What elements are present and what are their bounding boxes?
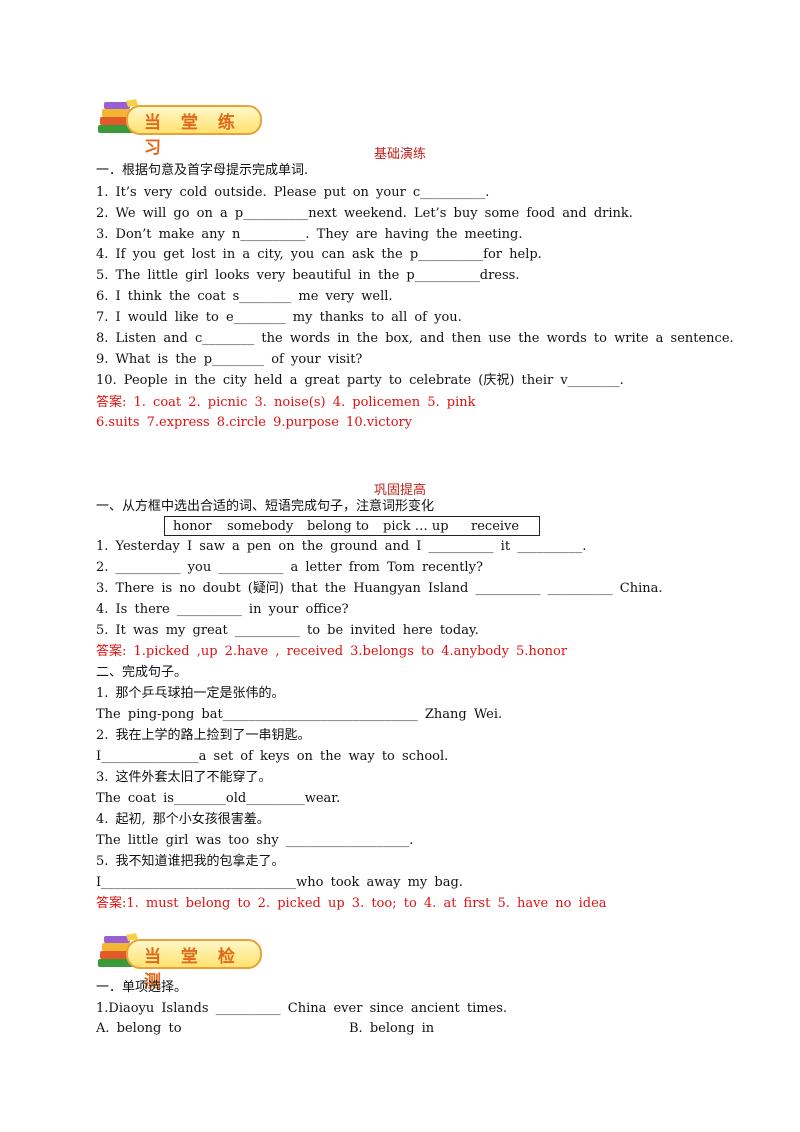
exercise-item: 4. 起初, 那个小女孩很害羞。 [96, 812, 270, 827]
exercise-item: The ping-pong bat_______________________… [96, 707, 503, 722]
box-word: receive [471, 519, 520, 534]
answer-key: 6.suits 7.express 8.circle 9.purpose 10.… [96, 415, 413, 430]
option-a: A. belong to [96, 1021, 182, 1036]
exercise-item: 2. We will go on a p__________next weeke… [96, 206, 633, 221]
exercise-item: I______________________________who took … [96, 875, 463, 890]
section-banner-test: 当 堂 检 测 [96, 933, 262, 992]
banner-frame [126, 939, 262, 969]
exercise-item: 1. It’s very cold outside. Please put on… [96, 185, 490, 200]
exercise-item: 4. If you get lost in a city, you can as… [96, 247, 542, 262]
word-box: honor somebody belong to pick … up recei… [164, 516, 540, 536]
answer-key: 答案:1. must belong to 2. picked up 3. too… [96, 896, 607, 911]
exercise-item: The little girl was too shy ____________… [96, 833, 414, 848]
banner-frame [126, 105, 262, 135]
section-banner-practice: 当 堂 练 习 [96, 99, 262, 158]
exercise-item: 9. What is the p________ of your visit? [96, 352, 363, 367]
subtitle-consolidate: 巩固提高 [373, 483, 426, 498]
box-word: belong to [307, 519, 369, 534]
instruction-3: 二、完成句子。 [96, 665, 188, 680]
exercise-item: 10. People in the city held a great part… [96, 373, 624, 388]
box-word: pick … up [383, 519, 449, 534]
banner-title: 当 堂 检 测 [144, 947, 242, 992]
exercise-item: 2. 我在上学的路上捡到了一串钥匙。 [96, 728, 311, 743]
instruction-1: 一．根据句意及首字母提示完成单词. [96, 163, 309, 178]
exercise-item: 5. The little girl looks very beautiful … [96, 268, 520, 283]
subtitle-basic: 基础演练 [373, 147, 426, 162]
exercise-item: 5. It was my great __________ to be invi… [96, 623, 479, 638]
exercise-item: 8. Listen and c________ the words in the… [96, 331, 734, 346]
exercise-item: 6. I think the coat s________ me very we… [96, 289, 393, 304]
exercise-item: 1. 那个乒乓球拍一定是张伟的。 [96, 686, 285, 701]
exercise-item: I_______________a set of keys on the way… [96, 749, 449, 764]
answer-key: 答案: 1. coat 2. picnic 3. noise(s) 4. pol… [96, 395, 476, 410]
exercise-item: The coat is________old_________wear. [96, 791, 341, 806]
answer-key: 答案: 1.picked ,up 2.have , received 3.bel… [96, 644, 568, 659]
option-b: B. belong in [349, 1021, 435, 1036]
instruction-2: 一、从方框中选出合适的词、短语完成句子，注意词形变化 [96, 499, 435, 514]
exercise-item: 2. __________ you __________ a letter fr… [96, 560, 483, 575]
banner-title: 当 堂 练 习 [144, 113, 242, 158]
exercise-item: 5. 我不知道谁把我的包拿走了。 [96, 854, 285, 869]
box-word: somebody [227, 519, 294, 534]
exercise-item: 3. 这件外套太旧了不能穿了。 [96, 770, 272, 785]
box-word: honor [173, 519, 212, 534]
exercise-item: 1. Yesterday I saw a pen on the ground a… [96, 539, 587, 554]
exercise-item: 7. I would like to e________ my thanks t… [96, 310, 462, 325]
instruction-4: 一．单项选择。 [96, 980, 188, 995]
exercise-item: 4. Is there __________ in your office? [96, 602, 349, 617]
exercise-item: 3. There is no doubt (疑问) that the Huang… [96, 581, 663, 596]
exercise-item: 3. Don’t make any n__________. They are … [96, 227, 523, 242]
question: 1.Diaoyu Islands __________ China ever s… [96, 1001, 508, 1016]
